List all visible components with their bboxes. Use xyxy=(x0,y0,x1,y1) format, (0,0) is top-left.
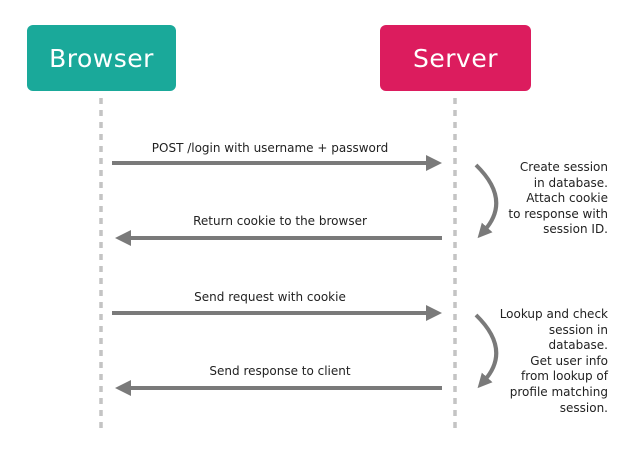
browser-actor-box: Browser xyxy=(27,25,176,91)
note-lookup-session: Lookup and check session in database. Ge… xyxy=(499,307,608,415)
message-label-send-request: Send request with cookie xyxy=(194,290,346,304)
process-curve-arrow-create-session xyxy=(474,163,499,239)
message-label-return-cookie: Return cookie to the browser xyxy=(193,214,367,228)
note-create-session: Create session in database. Attach cooki… xyxy=(508,160,608,237)
message-label-post-login: POST /login with username + password xyxy=(151,141,389,155)
message-label-send-response: Send response to client xyxy=(209,364,351,378)
process-curve-arrow-lookup-session xyxy=(474,313,499,389)
browser-actor-label: Browser xyxy=(49,43,154,73)
server-actor-box: Server xyxy=(380,25,531,91)
server-actor-label: Server xyxy=(413,43,498,73)
